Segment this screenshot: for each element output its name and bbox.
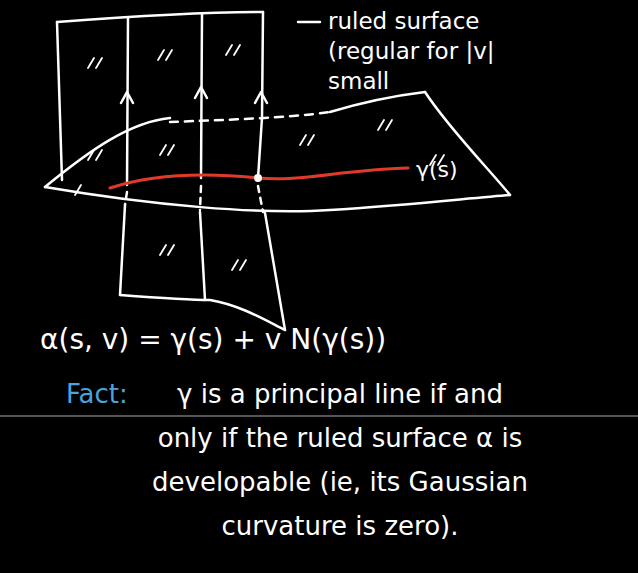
ruling-line (127, 18, 128, 185)
surface-note: ruled surface (regular for |v| small (328, 6, 558, 96)
surface-edge (330, 92, 425, 112)
sheet-lower-line (265, 213, 285, 330)
curve-gamma (110, 168, 408, 188)
hidden-ruling (200, 186, 201, 210)
arrowhead (195, 87, 207, 98)
surface-edge (45, 118, 170, 187)
arrowhead (255, 92, 267, 103)
sheet-lower-line (120, 205, 125, 295)
formula: α(s, v) = γ(s) + v N(γ(s)) (40, 322, 600, 358)
fact-statement: γ is a principal line if and only if the… (150, 372, 530, 548)
arrowhead (121, 92, 133, 103)
curve-label: γ(s) (416, 156, 496, 184)
hidden-ruling (125, 192, 127, 205)
fact-heading: Fact: (66, 372, 166, 416)
sheet-top-edge (57, 12, 263, 22)
separator-line (0, 415, 638, 417)
curve-point (254, 174, 262, 182)
ruling-line (201, 14, 202, 178)
sheet-right-edge (262, 12, 263, 118)
surface-edge (45, 187, 510, 211)
sheet-lower-line (200, 212, 205, 300)
leader-dash (298, 21, 320, 24)
hidden-ruling (258, 186, 263, 212)
ruling-line (258, 118, 262, 178)
sheet-left-edge (57, 22, 62, 180)
surface-hidden-edge (170, 112, 330, 122)
